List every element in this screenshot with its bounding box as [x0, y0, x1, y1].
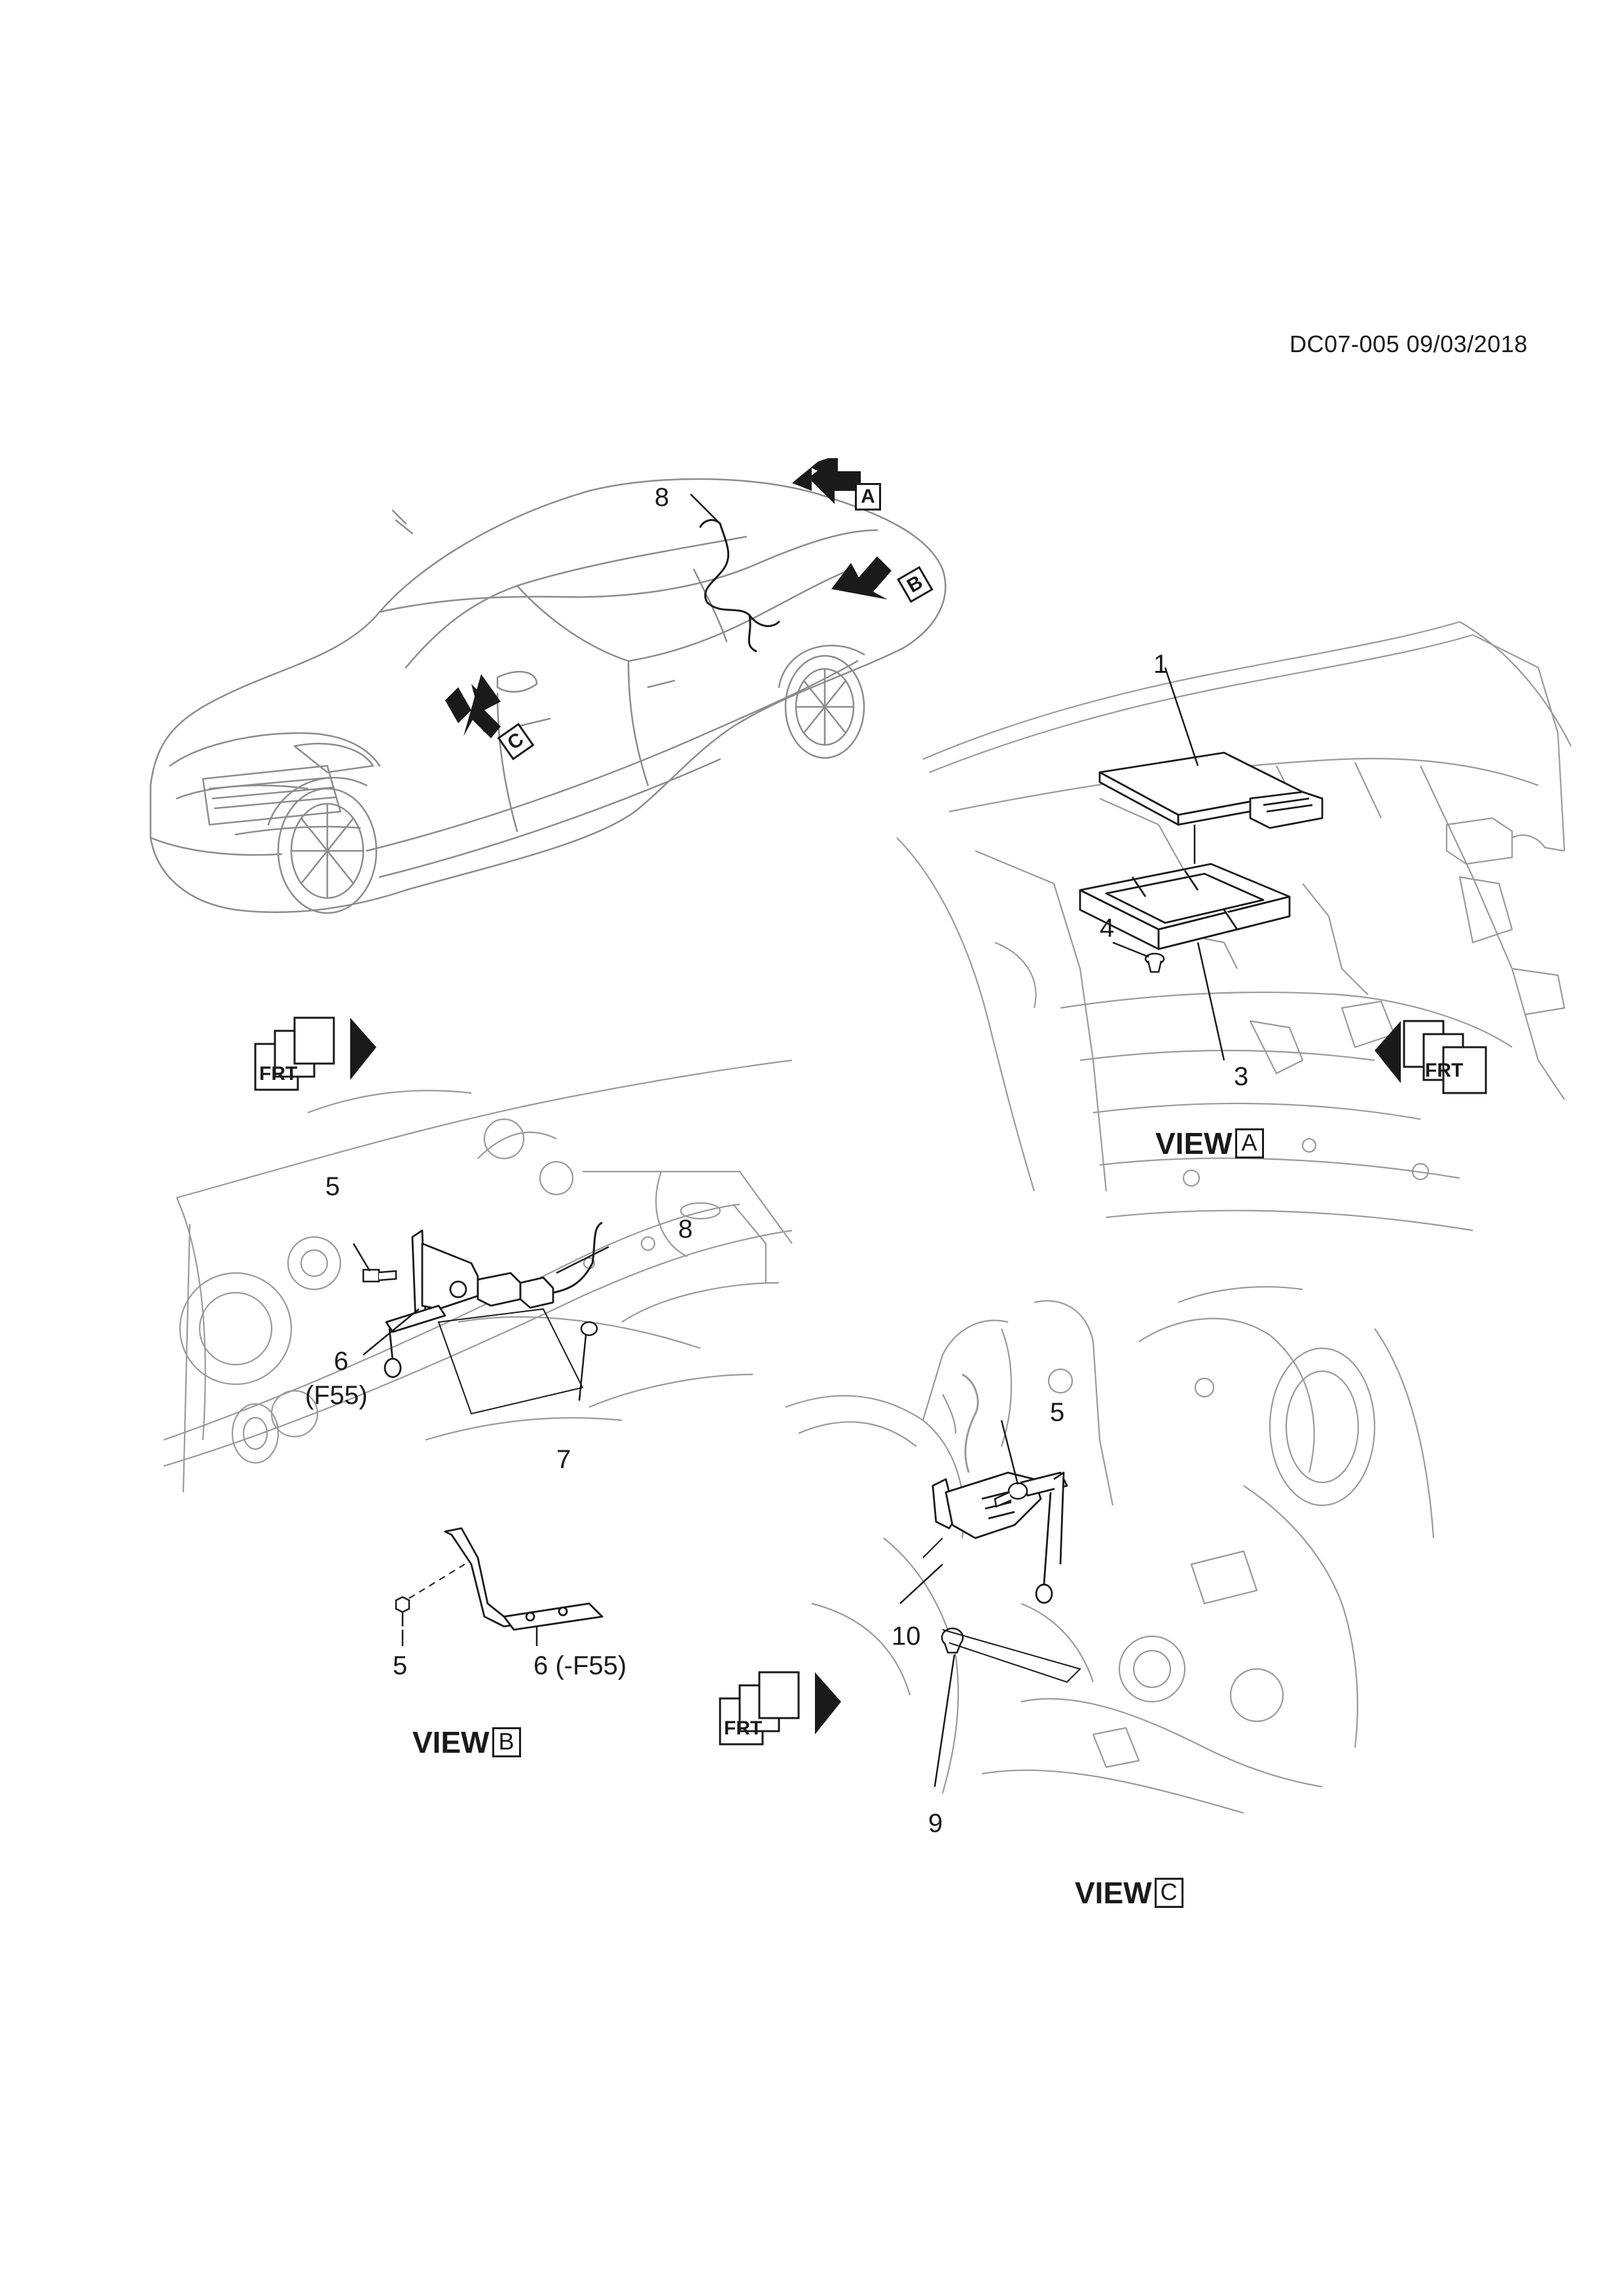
callout-view-c-nut: 9 — [928, 1809, 943, 1838]
view-c-suspension-illustration — [785, 1285, 1435, 1814]
view-b-prefix: VIEW — [412, 1725, 490, 1759]
callout-overview-harness: 8 — [655, 483, 670, 512]
callout-view-a-nut: 4 — [1100, 914, 1115, 942]
view-c-prefix: VIEW — [1075, 1876, 1152, 1910]
callout-view-c-bolt: 5 — [1050, 1398, 1065, 1427]
view-c-letter: C — [1154, 1878, 1183, 1908]
callout-view-b-nut: 7 — [556, 1445, 571, 1474]
view-a-arrow-tag: A — [855, 483, 881, 511]
view-b-letter: B — [492, 1727, 521, 1757]
document-id: DC07-005 09/03/2018 — [1290, 331, 1528, 357]
front-direction-indicator-view-a: FRT — [1375, 1020, 1487, 1094]
frt-text-view-a: FRT — [1425, 1060, 1463, 1081]
callout-view-b-lower-bolt: 5 — [393, 1651, 408, 1680]
front-direction-indicator-view-b: FRT — [254, 1016, 376, 1091]
callout-view-b-sensor: 6 — [334, 1347, 349, 1376]
view-a-label: VIEW A — [1155, 1126, 1264, 1161]
view-b-lower-bracket-illustration — [395, 1527, 604, 1646]
view-b-suspension-illustration — [164, 1059, 793, 1493]
frt-text-view-c: FRT — [724, 1717, 762, 1739]
frt-text-view-b: FRT — [259, 1063, 297, 1085]
view-b-label: VIEW B — [412, 1725, 521, 1760]
front-direction-indicator-view-c: FRT — [719, 1671, 841, 1746]
callout-view-b-sensor-note: (F55) — [305, 1381, 368, 1410]
callout-view-b-harness: 8 — [678, 1215, 693, 1244]
callout-view-a-bracket: 3 — [1234, 1062, 1249, 1091]
callout-view-b-bolt: 5 — [325, 1172, 340, 1201]
vehicle-overview-illustration — [149, 458, 947, 914]
callout-view-c-sensor: 10 — [892, 1622, 921, 1651]
view-a-trunk-illustration — [896, 620, 1572, 1232]
view-a-prefix: VIEW — [1155, 1126, 1233, 1160]
callout-view-b-lower-bracket: 6 (-F55) — [533, 1651, 627, 1680]
callout-view-a-module: 1 — [1153, 650, 1168, 679]
view-a-letter: A — [1235, 1128, 1264, 1158]
view-c-label: VIEW C — [1075, 1875, 1183, 1910]
